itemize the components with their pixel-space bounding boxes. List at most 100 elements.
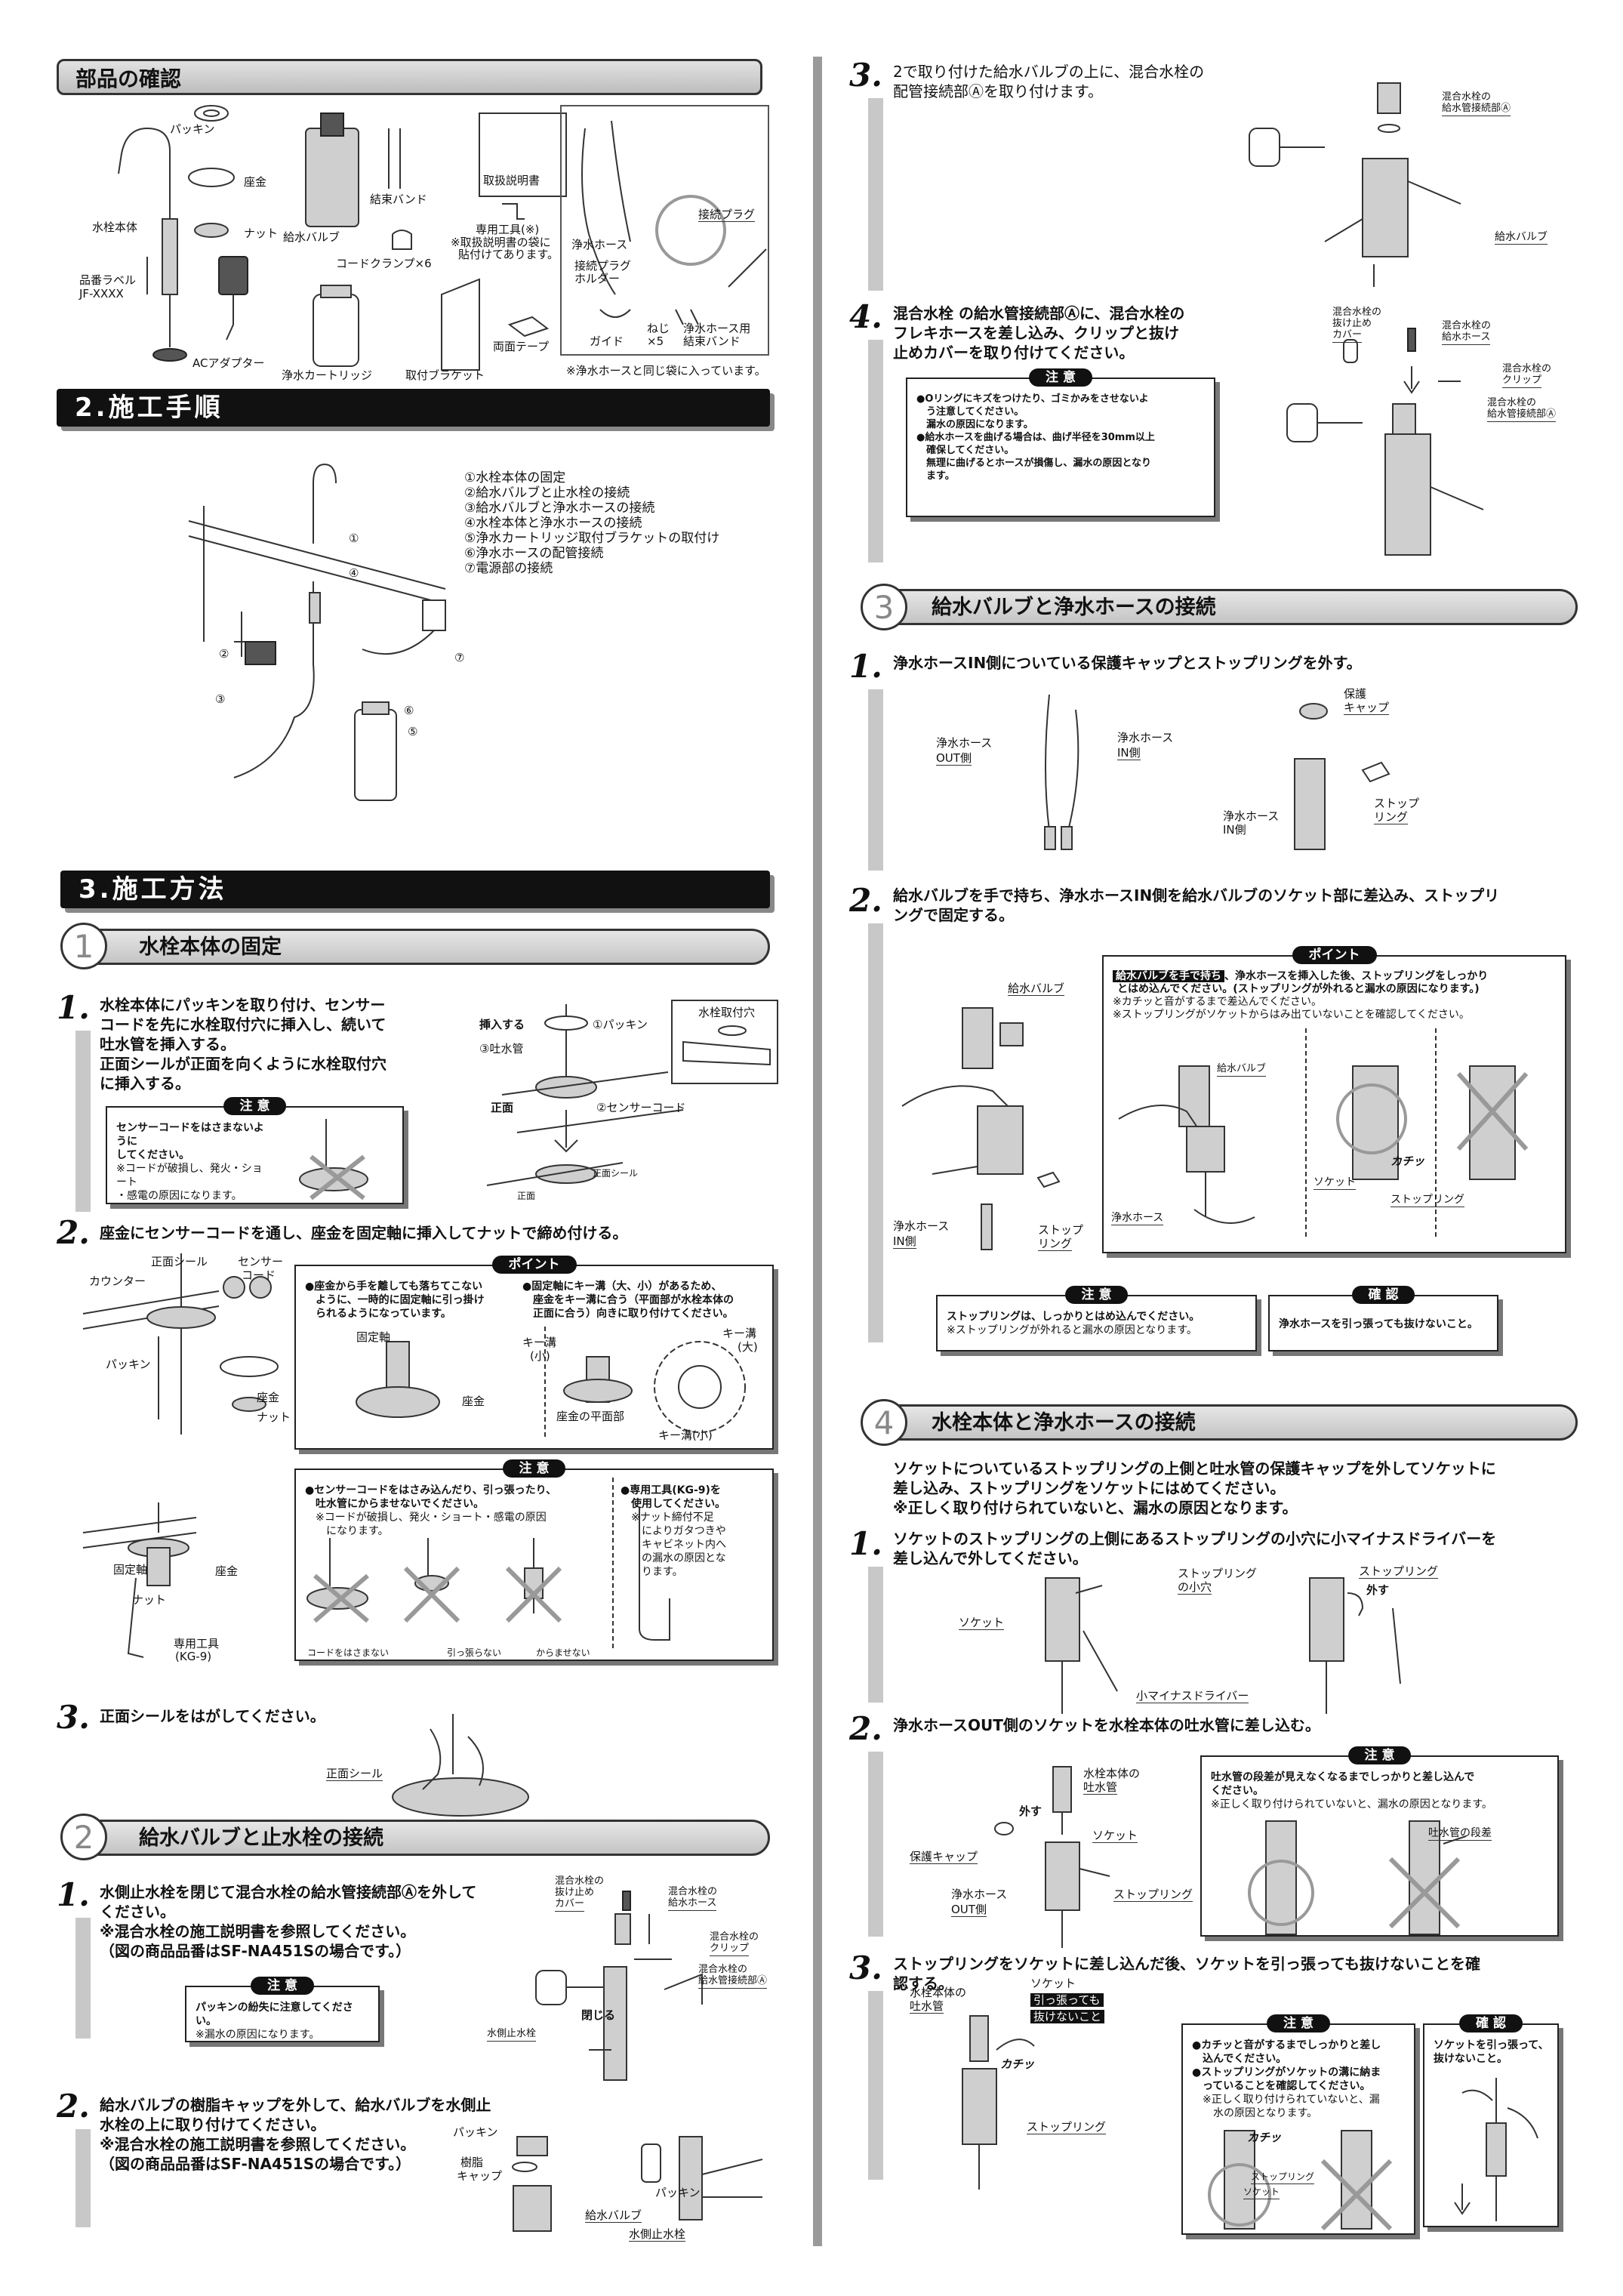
label-clip1: 混合水栓の [710, 1931, 759, 1943]
part-faucet-body: 水栓本体 [92, 220, 138, 234]
s4-step3-figure: 水栓本体の 吐水管 ソケット 引っ張っても 抜けないこと カチッ ストップリング [906, 1977, 1193, 2190]
label-in1: 浄水ホース [893, 1219, 950, 1233]
label-remove: 外す [1019, 1804, 1042, 1818]
s4-step3-bar [868, 1991, 883, 2180]
proc-mark-3: ③ [215, 692, 226, 706]
part-binding-band: 結束バンド [370, 193, 427, 206]
s4-step3-caution-box: 注 意 ●カチッと音がするまでしっかりと差し 込んでください。 ●ストップリング… [1181, 2014, 1415, 2235]
s1-step2-point-box: ポイント ●座金から手を離しても落ちてこない ように、一時的に固定軸に引っ掛け … [294, 1256, 774, 1450]
parts-figure: パッキン 座金 ナット 水栓本体 品番ラベル JF-XXXX ACアダプター 給… [57, 98, 774, 385]
label-out2: OUT側 [951, 1903, 987, 1917]
label-hose: 浄水ホース [1111, 1212, 1164, 1225]
procedure-item: ④水栓本体と浄水ホースの接続 [464, 516, 642, 531]
label-ring: ストップリング [1113, 1888, 1193, 1902]
s2-step3-figure: 混合水栓の 給水管接続部Ⓐ 給水バルブ [1249, 68, 1566, 287]
label-socket2: ソケット [1243, 2185, 1280, 2199]
part-tool-note2: 貼付けてあります。 [458, 248, 559, 261]
label-key-large1: キー溝 [722, 1327, 757, 1340]
s2-step4-text: 混合水栓 の給水管接続部Ⓐに、混合水栓の フレキホースを差し込み、クリップと抜け… [893, 304, 1185, 362]
label-cover3: カバー [555, 1897, 585, 1912]
s4-step2-caution-box: 注 意 吐水管の段差が見えなくなるまでしっかりと差し込んで ください。 ※正しく… [1200, 1746, 1559, 1937]
label-spout2: 吐水管 [1083, 1780, 1118, 1795]
label-driver: 小マイナスドライバー [1136, 1689, 1249, 1703]
label-conn1: 混合水栓の [698, 1964, 748, 1975]
label-clip2: クリップ [1502, 374, 1542, 388]
subsection3-number: 3 [861, 584, 907, 630]
s2-step4-drawing [1286, 328, 1484, 556]
label-close: 閉じる [581, 2008, 616, 2022]
label-stopcock: 水側止水栓 [487, 2027, 537, 2042]
label-hole1: ストップリング [1178, 1567, 1258, 1580]
part-cartridge: 浄水カートリッジ [282, 368, 373, 382]
confirm-illustration [1454, 2078, 1538, 2221]
s2-step3-bar [868, 98, 883, 291]
s3-step2-text: 給水バルブを手で持ち、浄水ホースIN側を給水バルブのソケット部に差込み、ストップ… [893, 886, 1500, 924]
label-fixed-shaft: 固定軸 [356, 1330, 391, 1344]
point-illustration [1118, 1028, 1529, 1240]
label-front-seal: 正面シール [593, 1168, 639, 1179]
label-no-tangle: からませない [536, 1647, 590, 1658]
part-connect-plug: 接続プラグ [698, 208, 756, 222]
s1-step2-tool-figure: 固定軸 座金 ナット 専用工具 (KG-9) [82, 1502, 294, 1669]
procedure-drawing [188, 463, 446, 801]
part-plug-holder1: 接続プラグ [574, 259, 632, 273]
label-spout-step: 吐水管の段差 [1428, 1827, 1492, 1841]
part-cord-clamp: コードクランプ×6 [336, 257, 432, 270]
label-remove: 外す [1366, 1583, 1390, 1597]
s3-step1-figure: 浄水ホース OUT側 浄水ホース IN側 保護 キャップ 浄水ホース IN側 ス… [936, 680, 1525, 868]
s3-step2-hand-drawing [901, 1007, 1061, 1250]
label-base: 座金 [257, 1391, 280, 1404]
part-double-tape: 両面テープ [493, 340, 550, 353]
label-cover2: 抜け止め [1332, 318, 1372, 329]
procedure-item: ②給水バルブと止水栓の接続 [464, 485, 630, 501]
label-sensor1: センサー [238, 1255, 284, 1268]
procedure-item: ⑦電源部の接続 [464, 561, 553, 576]
label-click2: カチッ [1247, 2131, 1282, 2144]
s4-step3-text: ストップリングをソケットに差し込んだ後、ソケットを引っ張っても抜けないことを確 … [893, 1955, 1480, 1992]
s4-step1-drawing [1045, 1577, 1401, 1714]
label-cover1: 混合水栓の [1332, 307, 1382, 318]
point-tag: ポイント [1292, 946, 1377, 964]
proc-mark-7: ⑦ [454, 651, 465, 664]
label-conn2: 給水管接続部Ⓐ [1487, 408, 1557, 422]
caution-tag: 注 意 [1029, 368, 1092, 387]
s2-step4-number: 4. [849, 298, 882, 335]
s1-step2-caution-box: 注 意 ●センサーコードをはさみ込んだり、引っ張ったり、 吐水管にからませないで… [294, 1459, 774, 1661]
proc-mark-2: ② [219, 647, 229, 661]
label-ring: ストップリング [1359, 1564, 1439, 1579]
procedure-list: ①水栓本体の固定 ②給水バルブと止水栓の接続 ③給水バルブと浄水ホースの接続 ④… [464, 470, 719, 576]
part-nut: ナット [244, 227, 279, 240]
s4-step1-text: ソケットのストップリングの上側にあるストップリングの小穴に小マイナスドライバーを… [893, 1530, 1497, 1567]
label-cap1: 樹脂 [460, 2156, 484, 2169]
s1-step2-text: 座金にセンサーコードを通し、座金を固定軸に挿入してナットで締め付ける。 [100, 1224, 628, 1242]
s3-step1-number: 1. [849, 648, 882, 685]
part-purify-hose: 浄水ホース [571, 238, 628, 251]
s4-step2-figure: 水栓本体の 吐水管 外す ソケット 保護キャップ 浄水ホース OUT側 ストップ… [910, 1766, 1196, 1948]
s4-step1-figure: ソケット ストップリング の小穴 小マイナスドライバー ストップリング 外す [955, 1563, 1476, 1714]
confirm-tag: 確 認 [1351, 1286, 1415, 1304]
label-hose2: 給水ホース [668, 1897, 717, 1911]
label-in4: IN側 [1223, 823, 1246, 837]
part-screw1: ねじ [647, 322, 670, 335]
proc-mark-6: ⑥ [404, 704, 414, 717]
label-out1: 浄水ホース [951, 1888, 1008, 1901]
s2-step1-bar [75, 1918, 91, 2039]
caution-tag: 注 意 [223, 1097, 287, 1115]
proc-mark-4: ④ [349, 566, 359, 580]
s3-step2-number: 2. [849, 882, 882, 919]
label-conn2: 給水管接続部Ⓐ [698, 1974, 768, 1989]
part-hose-band2: 結束バンド [683, 334, 741, 348]
part-model-label: 品番ラベル [79, 273, 137, 287]
label-ring2: リング [1038, 1237, 1073, 1251]
label-socket: ソケット [1092, 1829, 1138, 1843]
proc-mark-1: ① [349, 532, 359, 545]
label-pull1: 引っ張っても [1030, 1993, 1104, 2007]
s4-step1-number: 1. [849, 1525, 882, 1562]
label-cap: 保護キャップ [910, 1850, 978, 1864]
s2-step2-text: 給水バルブの樹脂キャップを外して、給水バルブを水側止 水栓の上に取り付けてくださ… [100, 2096, 491, 2173]
label-ring1: ストップ [1038, 1223, 1084, 1237]
s3-step2-bar [868, 923, 883, 1342]
label-hose2: 給水ホース [1442, 331, 1491, 345]
caution-tag: 注 意 [251, 1977, 314, 1995]
label-packing: パッキン [106, 1358, 151, 1371]
